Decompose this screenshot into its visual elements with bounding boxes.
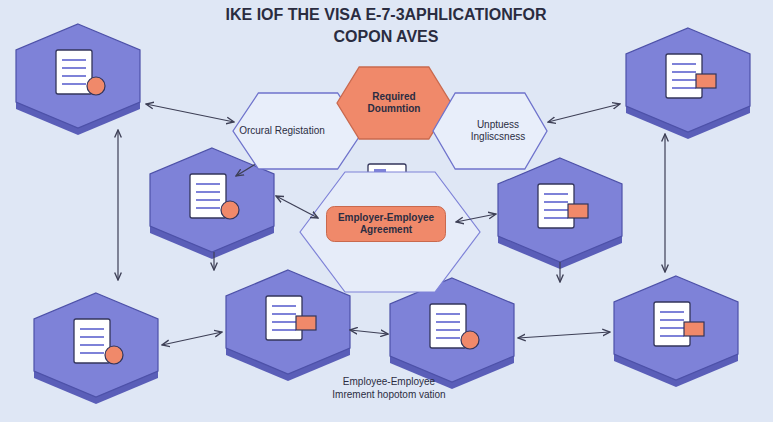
flow-arrow <box>117 130 118 280</box>
flow-arrow <box>276 196 318 218</box>
flow-arrow <box>162 332 222 345</box>
diagram-title: IKE IOF THE VISA E-7-3APHLICATIONFOR COP… <box>216 4 556 47</box>
icon-tile <box>390 278 514 389</box>
flow-arrow <box>664 134 665 272</box>
node-text: Orcural Registation <box>239 125 325 137</box>
node-text: Unptuess Ingliscsness <box>462 119 534 143</box>
flow-arrow <box>146 104 234 122</box>
icon-tile <box>614 276 738 387</box>
flow-arrow <box>213 252 214 270</box>
flow-arrow <box>350 330 388 334</box>
outline-hexagon <box>300 172 480 292</box>
hexagon-box: Unptuess Ingliscsness <box>432 92 548 170</box>
caption-label: Employee-Employee Imrement hopotom vatio… <box>330 376 448 401</box>
icon-tile <box>34 293 158 404</box>
node-text: Employer-Employee Agreement <box>334 212 438 236</box>
icon-tile <box>226 270 350 381</box>
flow-arrow <box>548 104 620 122</box>
flow-arrow <box>456 214 496 222</box>
flow-arrow <box>559 262 560 282</box>
flow-arrow <box>518 332 610 338</box>
icon-tile <box>16 24 140 135</box>
process-box: Employer-Employee Agreement <box>326 206 446 242</box>
icon-tile <box>626 28 750 139</box>
node-text: Required Doumntion <box>358 91 430 115</box>
icon-tile <box>498 158 622 269</box>
